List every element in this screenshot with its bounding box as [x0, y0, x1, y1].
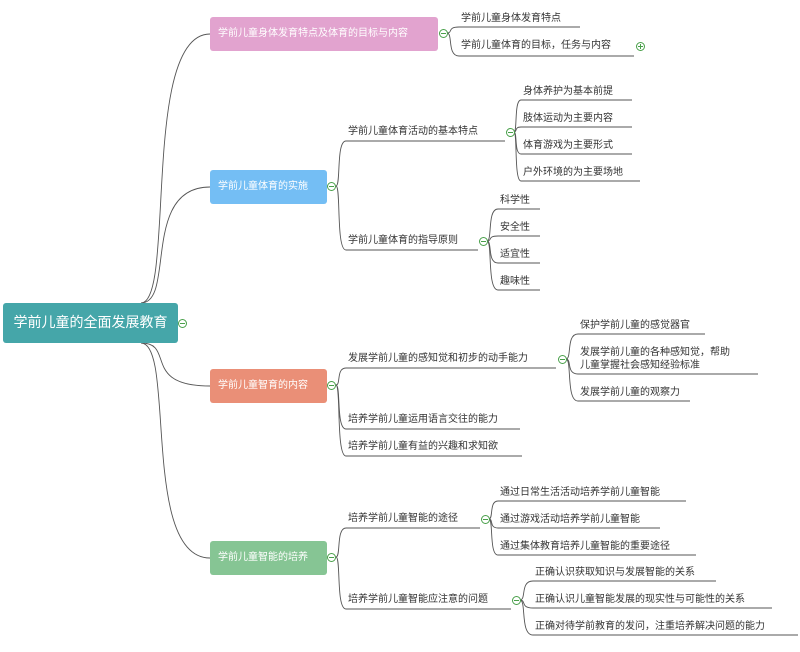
leaf-group-education[interactable]: 通过集体教育培养儿童智能的重要途径	[500, 541, 670, 552]
leaf-scientific[interactable]: 科学性	[500, 195, 530, 206]
leaf-limb-movement[interactable]: 肢体运动为主要内容	[523, 113, 613, 124]
branch-2-collapse-icon[interactable]	[327, 182, 336, 191]
sub-pathways-collapse-icon[interactable]	[481, 515, 490, 524]
branch-intellectual-content[interactable]: 学前儿童智育的内容	[210, 369, 327, 403]
sub-attention-collapse-icon[interactable]	[512, 596, 521, 605]
edge-root-branch-4	[140, 342, 211, 559]
edge-b2s1-leaf-3	[513, 131, 522, 182]
edge-b2-sub-1	[335, 140, 347, 187]
edge-b1-leaf-1	[446, 26, 460, 34]
leaf-game-activities[interactable]: 通过游戏活动培养学前儿童智能	[500, 514, 640, 525]
sub-pe-guiding-principles[interactable]: 学前儿童体育的指导原则	[348, 235, 458, 246]
leaf-develop-perception-line2[interactable]: 儿童掌握社会感知经验标准	[580, 360, 700, 371]
leaf-daily-activities[interactable]: 通过日常生活活动培养学前儿童智能	[500, 487, 660, 498]
leaf-handle-questions[interactable]: 正确对待学前教育的发问，注重培养解决问题的能力	[535, 621, 765, 632]
edge-root-branch-2	[140, 186, 211, 304]
edge-b3-sub-1	[335, 367, 347, 386]
edge-root-branch-1	[140, 33, 211, 304]
sub-pe-activity-features[interactable]: 学前儿童体育活动的基本特点	[348, 126, 478, 137]
edge-b4s1-leaf-0	[488, 500, 499, 520]
branch-pe-implementation[interactable]: 学前儿童体育的实施	[210, 170, 327, 204]
sub-pe-principles-collapse-icon[interactable]	[479, 237, 488, 246]
leaf-develop-perception-line1[interactable]: 发展学前儿童的各种感知觉，帮助	[580, 347, 730, 358]
edge-b1-leaf-2	[446, 32, 460, 57]
edge-b4-sub-1	[335, 527, 347, 558]
branch-3-collapse-icon[interactable]	[327, 381, 336, 390]
edge-b4s2-leaf-2	[519, 599, 534, 636]
edge-b4s1-leaf-2	[488, 518, 499, 556]
sub-pe-features-collapse-icon[interactable]	[506, 128, 515, 137]
edge-b2s2-leaf-1	[486, 235, 499, 242]
edge-b3-sub-3	[335, 384, 347, 457]
sub-perception-hands-on[interactable]: 发展学前儿童的感知觉和初步的动手能力	[348, 353, 528, 364]
sub-interest-curiosity[interactable]: 培养学前儿童有益的兴趣和求知欲	[348, 441, 498, 452]
edge-b2s2-leaf-0	[486, 208, 499, 242]
branch-intelligence-cultivation[interactable]: 学前儿童智能的培养	[210, 541, 327, 575]
leaf-pe-goals-tasks[interactable]: 学前儿童体育的目标，任务与内容	[461, 40, 611, 51]
leaf-knowledge-vs-intelligence[interactable]: 正确认识获取知识与发展智能的关系	[535, 567, 695, 578]
leaf-observation[interactable]: 发展学前儿童的观察力	[580, 387, 680, 398]
root-collapse-icon[interactable]	[178, 319, 187, 328]
sub-intelligence-pathways[interactable]: 培养学前儿童智能的途径	[348, 513, 458, 524]
leaf-body-care[interactable]: 身体养护为基本前提	[523, 86, 613, 97]
branch-1-collapse-icon[interactable]	[439, 29, 448, 38]
edge-b2-sub-2	[335, 185, 347, 251]
leaf-fun[interactable]: 趣味性	[500, 276, 530, 287]
branch-4-collapse-icon[interactable]	[327, 553, 336, 562]
sub-perception-collapse-icon[interactable]	[558, 355, 567, 364]
branch-physical-development-goals[interactable]: 学前儿童身体发育特点及体育的目标与内容	[210, 17, 438, 51]
leaf-pe-games[interactable]: 体育游戏为主要形式	[523, 140, 613, 151]
edge-b3s1-leaf-0	[565, 333, 579, 360]
leaf-reality-vs-possibility[interactable]: 正确认识儿童智能发展的现实性与可能性的关系	[535, 594, 745, 605]
leaf-safety[interactable]: 安全性	[500, 222, 530, 233]
edge-b4s2-leaf-0	[519, 580, 534, 601]
edge-b4-sub-2	[335, 556, 347, 610]
sub-intelligence-attention[interactable]: 培养学前儿童智能应注意的问题	[348, 594, 488, 605]
edge-root-branch-3	[140, 342, 211, 387]
root-topic[interactable]: 学前儿童的全面发展教育	[3, 303, 178, 343]
leaf-expand-icon[interactable]	[636, 42, 645, 51]
leaf-outdoor-environment[interactable]: 户外环境的为主要场地	[523, 167, 623, 178]
leaf-protect-senses[interactable]: 保护学前儿童的感觉器官	[580, 320, 690, 331]
edge-b2s2-leaf-3	[486, 240, 499, 291]
leaf-physical-features[interactable]: 学前儿童身体发育特点	[461, 13, 561, 24]
sub-language-communication[interactable]: 培养学前儿童运用语言交往的能力	[348, 414, 498, 425]
edge-b3s1-leaf-2	[565, 358, 579, 402]
leaf-suitability[interactable]: 适宜性	[500, 249, 530, 260]
